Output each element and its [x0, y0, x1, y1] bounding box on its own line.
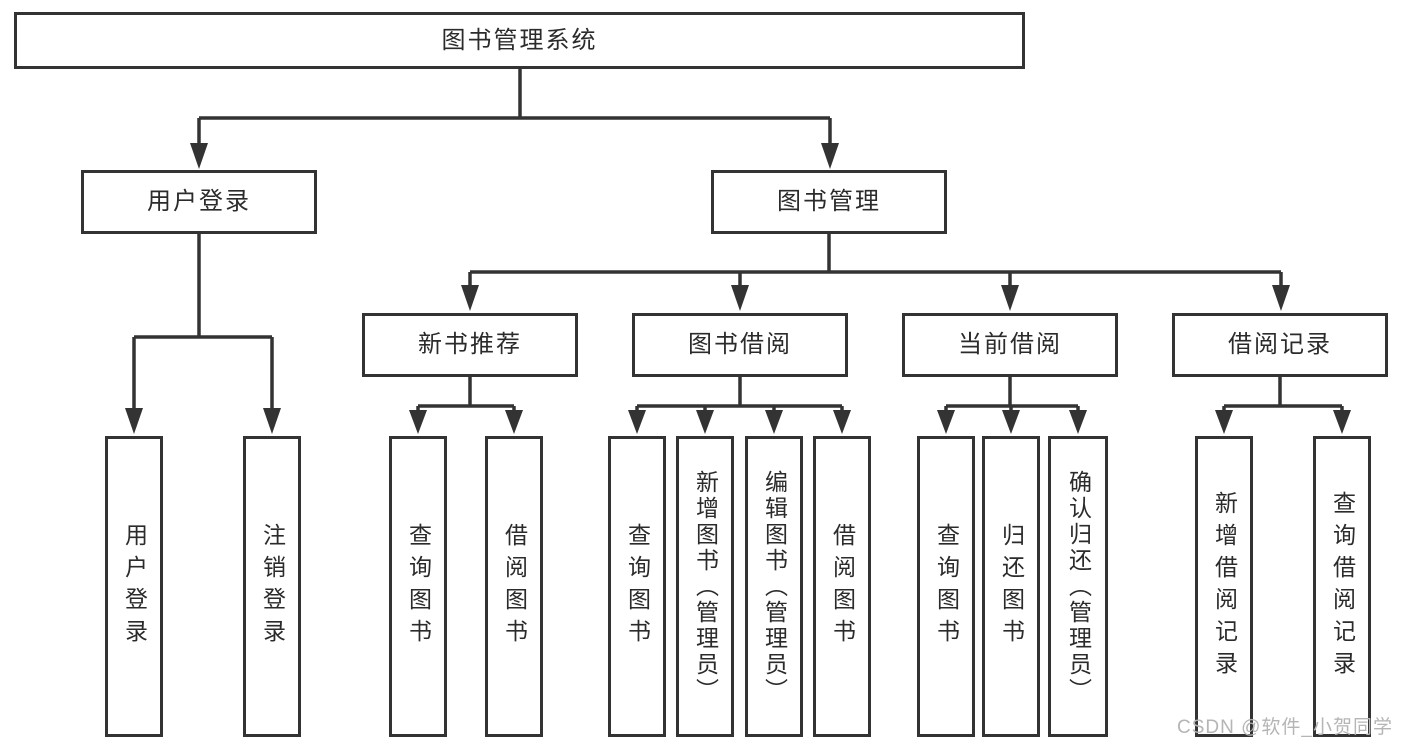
leaf-current-return-book: 归还图书	[982, 436, 1040, 737]
connector-root-to-level2	[190, 69, 839, 169]
connector-newbook-to-leaves	[409, 377, 523, 434]
node-new-book-recommend: 新书推荐	[362, 313, 578, 377]
node-label: 用户登录	[147, 188, 251, 215]
node-label: 查询图书	[405, 522, 432, 651]
node-label: 确认归还（管理员）	[1065, 469, 1092, 704]
node-label: 注销登录	[259, 522, 286, 651]
connector-borrow-to-leaves	[628, 377, 851, 434]
connector-current-to-leaves	[937, 377, 1087, 434]
node-book-management: 图书管理	[711, 170, 947, 234]
node-label: 新增借阅记录	[1211, 490, 1238, 683]
leaf-records-add-record: 新增借阅记录	[1195, 436, 1253, 737]
node-label: 当前借阅	[958, 331, 1062, 358]
leaf-current-confirm-return-admin: 确认归还（管理员）	[1048, 436, 1108, 737]
connector-login-to-leaves	[125, 234, 281, 434]
node-label: 查询图书	[933, 522, 960, 651]
node-label: 编辑图书（管理员）	[761, 469, 788, 704]
leaf-user-login: 用户登录	[105, 436, 163, 737]
node-label: 图书管理系统	[441, 26, 598, 54]
node-label: 查询图书	[624, 522, 651, 651]
leaf-records-query-record: 查询借阅记录	[1313, 436, 1371, 737]
leaf-newbook-borrow-book: 借阅图书	[485, 436, 543, 737]
leaf-borrow-add-book-admin: 新增图书（管理员）	[676, 436, 734, 737]
node-label: 图书借阅	[688, 331, 792, 358]
node-label: 借阅图书	[501, 522, 528, 651]
node-label: 图书管理	[777, 188, 881, 215]
connector-mgmt-to-groups	[461, 234, 1290, 311]
node-label: 归还图书	[998, 522, 1025, 651]
leaf-newbook-query-book: 查询图书	[389, 436, 447, 737]
node-label: 查询借阅记录	[1329, 490, 1356, 683]
node-label: 新书推荐	[418, 331, 522, 358]
node-current-borrow: 当前借阅	[902, 313, 1118, 377]
leaf-current-query-book: 查询图书	[917, 436, 975, 737]
node-label: 借阅记录	[1228, 331, 1332, 358]
leaf-borrow-borrow-book: 借阅图书	[813, 436, 871, 737]
node-library-system: 图书管理系统	[14, 12, 1025, 69]
leaf-borrow-edit-book-admin: 编辑图书（管理员）	[745, 436, 803, 737]
node-label: 用户登录	[121, 522, 148, 651]
node-label: 新增图书（管理员）	[692, 469, 719, 704]
node-user-login-group: 用户登录	[81, 170, 317, 234]
node-book-borrow: 图书借阅	[632, 313, 848, 377]
leaf-borrow-query-book: 查询图书	[608, 436, 666, 737]
watermark: CSDN @软件_小贺同学	[1177, 717, 1393, 738]
connector-records-to-leaves	[1215, 377, 1351, 434]
node-borrow-records: 借阅记录	[1172, 313, 1388, 377]
node-label: 借阅图书	[829, 522, 856, 651]
leaf-logout: 注销登录	[243, 436, 301, 737]
